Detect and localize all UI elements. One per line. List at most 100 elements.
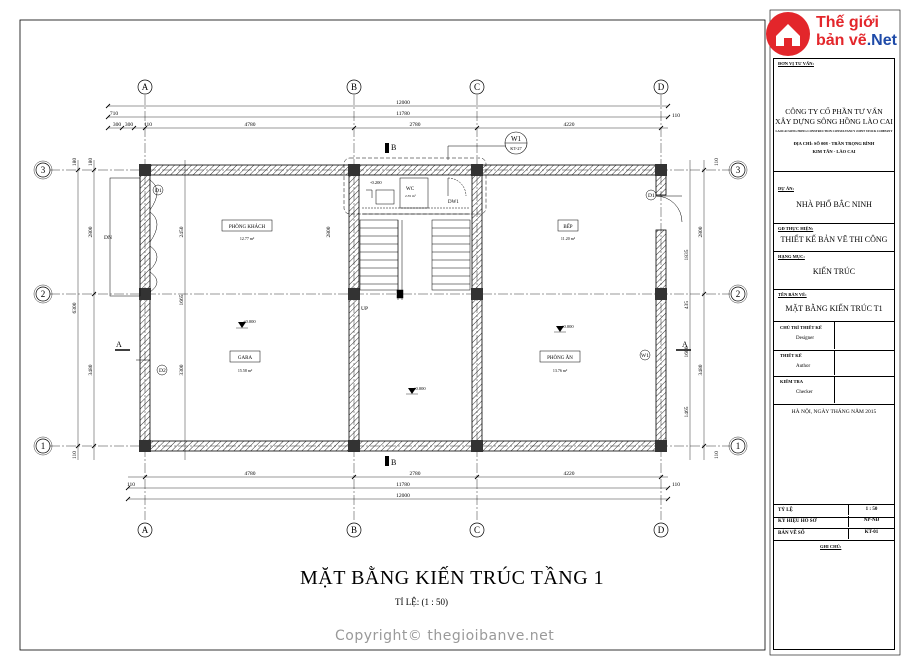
svg-text:300: 300 <box>113 122 122 128</box>
dim-bottom-total: 12000 <box>396 493 410 499</box>
svg-text:1600: 1600 <box>684 346 690 357</box>
svg-text:4220: 4220 <box>564 122 575 128</box>
walls <box>139 164 667 452</box>
dimension-lines <box>77 105 705 500</box>
axis-bubble-bottom-d: D <box>653 522 669 538</box>
svg-text:110: 110 <box>144 122 152 128</box>
logo-text-line1: Thế giới <box>816 14 879 31</box>
tb-checker: KIỂM TRA Checker <box>774 376 894 405</box>
tb-category: HẠNG MỤC: KIẾN TRÚC <box>774 252 894 290</box>
svg-text:180: 180 <box>88 158 94 167</box>
svg-text:110: 110 <box>72 451 78 459</box>
section-b-top: B <box>391 143 396 152</box>
svg-text:3: 3 <box>736 165 741 175</box>
room-gara: GARA <box>238 356 253 361</box>
svg-text:1465: 1465 <box>684 406 690 417</box>
door-d2: D2 <box>159 368 166 374</box>
svg-text:3300: 3300 <box>179 364 185 375</box>
tb-scale: TỶ LỆ 1 : 50 <box>774 504 894 518</box>
svg-text:A: A <box>142 82 149 92</box>
svg-text:3480: 3480 <box>698 364 704 375</box>
axis-bubble-top-c: C <box>469 79 485 95</box>
svg-text:C: C <box>474 82 480 92</box>
site-logo[interactable]: Thế giới bản vẽ.Net <box>766 12 906 56</box>
category-value: KIẾN TRÚC <box>812 267 856 276</box>
room-phong-an: PHÒNG ĂN <box>547 355 573 361</box>
svg-text:300: 300 <box>125 122 134 128</box>
tb-lead-designer: CHỦ TRÌ THIẾT KẾ Designer <box>774 322 894 351</box>
section-b-bottom: B <box>391 458 396 467</box>
columns <box>139 164 667 452</box>
title-block: ĐƠN VỊ TƯ VẤN: CÔNG TY CỔ PHẦN TƯ VẤN XÂ… <box>773 58 895 650</box>
svg-text:110: 110 <box>127 482 135 488</box>
up-label: UP <box>361 306 368 312</box>
svg-text:A: A <box>142 525 149 535</box>
axis-bubble-right-1: 1 <box>728 436 748 456</box>
section-a-right: A <box>682 340 688 349</box>
title-block-frame <box>769 9 901 656</box>
logo-text-line2: bản vẽ.Net <box>816 32 897 49</box>
axis-bubble-right-3: 3 <box>728 160 748 180</box>
company-line2: XÂY DỰNG SÔNG HỒNG LÀO CAI <box>775 117 893 126</box>
door-d1-right: D1 <box>648 193 655 199</box>
svg-text:2800: 2800 <box>88 226 94 237</box>
level-hall: ±0.000 <box>413 386 426 391</box>
svg-text:1: 1 <box>41 441 46 451</box>
svg-text:3480: 3480 <box>88 364 94 375</box>
svg-text:4780: 4780 <box>245 471 256 477</box>
svg-text:2780: 2780 <box>410 471 421 477</box>
axis-bubbles: A B C D A B C D 3 2 1 3 2 1 <box>33 79 748 538</box>
axis-bubble-right-2: 2 <box>728 284 748 304</box>
room-labels: PHÒNG KHÁCH 12.77 m² BẾP 11.20 m² GARA 1… <box>221 219 581 373</box>
drawing-frame <box>19 19 766 651</box>
room-bep: BẾP <box>563 224 572 230</box>
room-phong-an-area: 13.76 m² <box>553 368 568 373</box>
axis-bubble-bottom-a: A <box>137 522 153 538</box>
dn-label: DN <box>104 235 112 241</box>
company-line1: CÔNG TY CỔ PHẦN TƯ VẤN <box>785 107 883 116</box>
level-markers: ±0.000 ±0.000 ±0.000 <box>236 319 574 395</box>
svg-text:110: 110 <box>672 482 680 488</box>
tb-drawing-name: TÊN BẢN VẼ: MẶT BẰNG KIẾN TRÚC T1 <box>774 290 894 322</box>
axis-bubble-left-2: 2 <box>33 284 53 304</box>
level-phong-an: ±0.000 <box>561 324 574 329</box>
svg-text:1665: 1665 <box>179 294 185 305</box>
room-gara-area: 15.58 m² <box>238 368 253 373</box>
svg-text:2800: 2800 <box>698 226 704 237</box>
dim-bottom-inner: 11780 <box>396 482 410 488</box>
drawing-title: MẶT BẰNG KIẾN TRÚC TẦNG 1 <box>300 567 605 589</box>
w1-tag: W1 <box>511 135 522 143</box>
room-bep-area: 11.20 m² <box>561 236 576 241</box>
svg-text:2: 2 <box>41 289 46 299</box>
address-line1: ĐỊA CHỈ: SỐ 008 - TRẦN TRỌNG BÌNH <box>793 141 875 146</box>
project-name: NHÀ PHỐ BẮC NINH <box>796 200 872 209</box>
entrance-doors <box>109 177 683 361</box>
svg-text:B: B <box>351 525 357 535</box>
w1-callout: W1 KT-27 <box>343 131 528 215</box>
wc-area: 2.35 m² <box>405 194 416 198</box>
notes-label: GHI CHÚ: <box>820 544 842 549</box>
level-gara: ±0.000 <box>243 319 256 324</box>
company-en: LAOCAI SONG HONG CONSTRUCTION CONSULTANC… <box>775 129 893 133</box>
dim-top-total: 12000 <box>396 100 410 106</box>
svg-text:4220: 4220 <box>564 471 575 477</box>
section-markers: B B A A <box>115 143 691 467</box>
dimension-texts-vertical: 6300 2800 3480 180 180 110 2800 3480 183… <box>72 158 720 459</box>
axis-bubble-bottom-c: C <box>469 522 485 538</box>
grid-lines <box>50 95 730 520</box>
copyright-watermark: Copyright© thegioibanve.net <box>335 628 555 644</box>
svg-text:110: 110 <box>672 113 680 119</box>
svg-text:1835: 1835 <box>684 249 690 260</box>
svg-text:180: 180 <box>72 158 78 167</box>
svg-text:4780: 4780 <box>245 122 256 128</box>
svg-text:110: 110 <box>714 158 720 166</box>
svg-text:110: 110 <box>714 451 720 459</box>
tb-consultant: ĐƠN VỊ TƯ VẤN: CÔNG TY CỔ PHẦN TƯ VẤN XÂ… <box>774 59 894 172</box>
door-d1-left: D1 <box>155 188 162 194</box>
drawing-scale: TỈ LỆ: (1 : 50) <box>395 597 448 607</box>
svg-text:2800: 2800 <box>326 226 332 237</box>
wc-label: WC <box>406 187 415 192</box>
tb-dossier-code: KÝ HIỆU HỒ SƠ NP-NĐ <box>774 516 894 529</box>
kt27-tag: KT-27 <box>510 146 522 151</box>
